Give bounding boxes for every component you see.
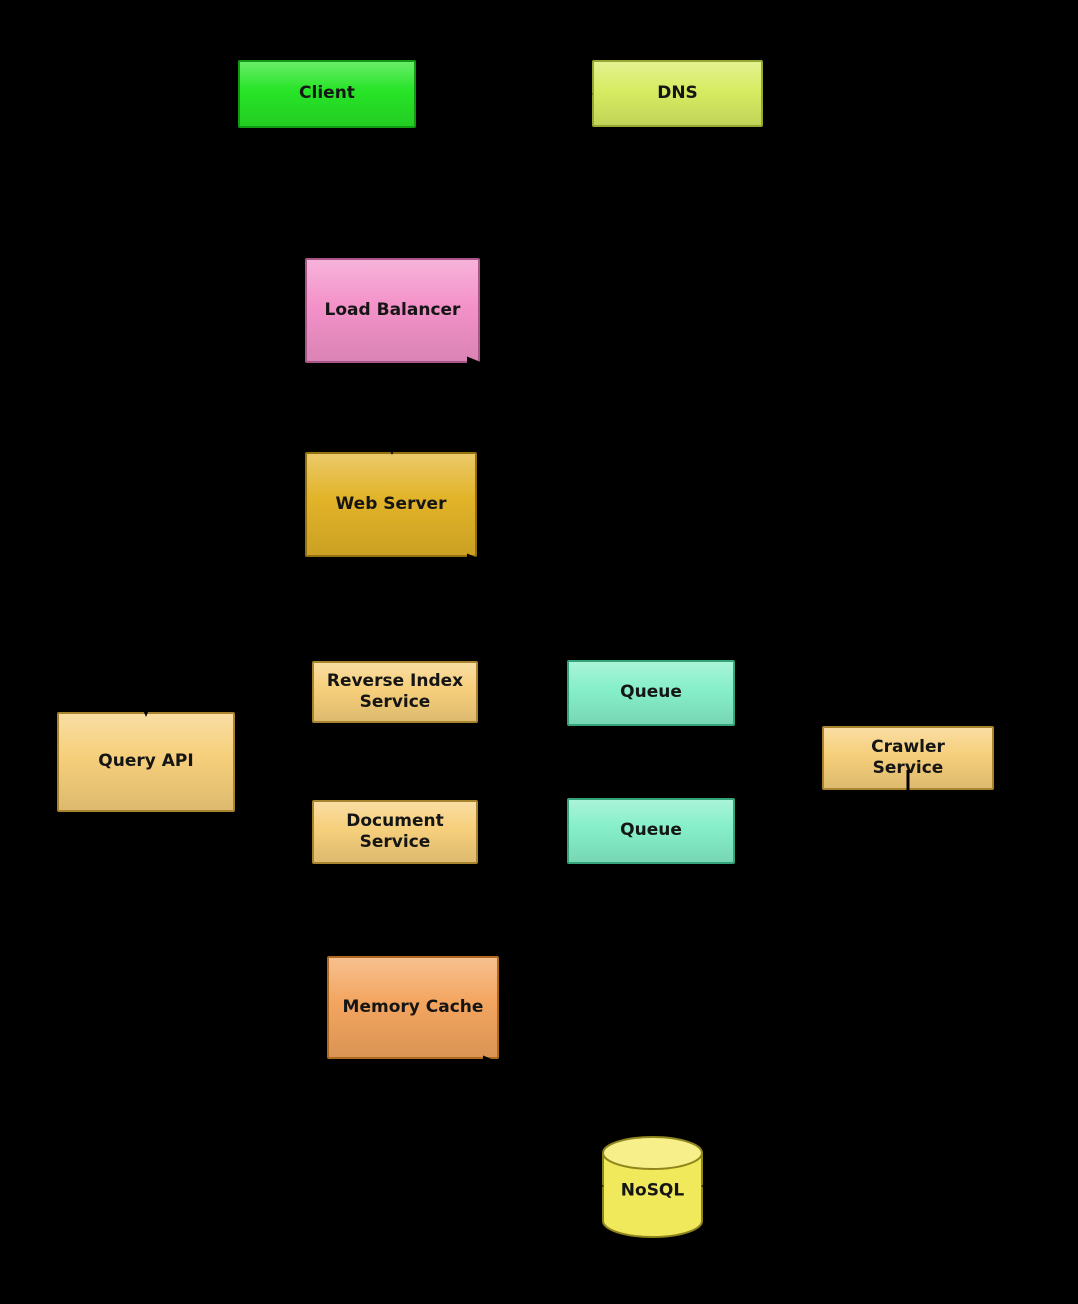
node-memory-cache: Memory Cache — [327, 956, 517, 1075]
edge-web-server-to-query-api — [132, 503, 303, 717]
node-label: Reverse Index Service — [326, 670, 464, 712]
node-label: Client — [299, 83, 355, 104]
edge-query-api-to-document-service — [236, 774, 311, 834]
edge-crawler-service-to-queue-1 — [736, 698, 821, 750]
node-label: Queue — [620, 820, 682, 841]
node-label: Queue — [620, 682, 682, 703]
edge-memory-cache-to-nosql — [411, 1062, 604, 1200]
edge-crawler-service-to-queue-2 — [736, 766, 821, 828]
edge-client-to-load-balancer — [325, 132, 386, 259]
node-label: Query API — [98, 751, 194, 772]
node-label: Web Server — [335, 493, 447, 514]
node-queue-2: Queue — [567, 798, 753, 880]
node-crawler-service: Crawler Service — [822, 726, 1012, 806]
node-label: Crawler Service — [871, 736, 945, 778]
edge-query-api-to-reverse-index-service — [236, 690, 311, 746]
node-label: DNS — [657, 82, 698, 103]
node-queue-1: Queue — [567, 660, 753, 742]
node-query-api: Query API — [57, 712, 253, 828]
node-label: Memory Cache — [342, 996, 484, 1017]
edge-query-api-to-memory-cache — [144, 814, 326, 1022]
cylinder-shape — [602, 1136, 703, 1238]
node-load-balancer: Load Balancer — [305, 258, 498, 379]
node-reverse-index-service: Reverse Index Service — [312, 661, 496, 739]
node-dns: DNS — [592, 60, 763, 127]
node-nosql: NoSQL — [600, 1133, 705, 1240]
node-client: Client — [238, 60, 416, 128]
node-label: NoSQL — [620, 1180, 685, 1201]
node-web-server: Web Server — [305, 452, 495, 573]
node-label: Document Service — [346, 810, 444, 852]
node-document-service: Document Service — [312, 800, 496, 880]
node-label: Load Balancer — [324, 299, 461, 320]
